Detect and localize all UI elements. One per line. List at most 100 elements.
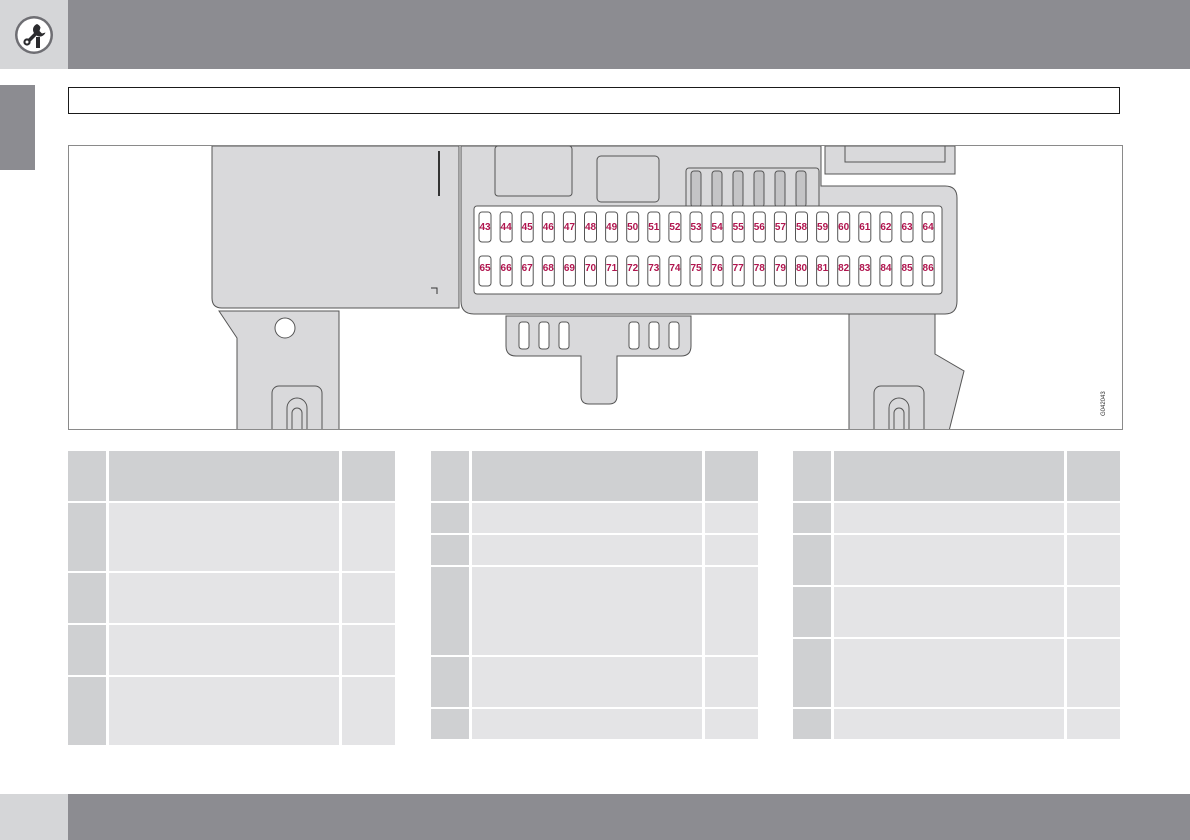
fuse-number: 52 xyxy=(669,222,681,233)
table-row xyxy=(793,535,1120,585)
fuse-slot xyxy=(584,211,597,243)
fuse-number: 84 xyxy=(880,263,892,274)
table-cell xyxy=(1064,451,1120,501)
table-cell xyxy=(793,639,831,707)
fuse-slot xyxy=(668,255,682,287)
fuse-slot xyxy=(752,211,766,243)
connector-pin xyxy=(648,321,660,350)
table-cell xyxy=(469,535,702,565)
connector-pin xyxy=(518,321,530,350)
fuse-number: 59 xyxy=(817,222,829,233)
fuse-slot xyxy=(562,211,576,243)
fuse-slot xyxy=(520,255,534,287)
fuse-number: 66 xyxy=(501,263,513,274)
fuse-number: 72 xyxy=(627,263,639,274)
table-cell xyxy=(831,535,1064,585)
fuse-slot xyxy=(858,211,872,243)
connector-pin xyxy=(538,321,550,350)
table-cell xyxy=(339,451,395,501)
table-row xyxy=(793,639,1120,707)
fuse-number: 67 xyxy=(522,263,534,274)
table-row xyxy=(431,567,758,655)
fuse-slot xyxy=(689,255,703,287)
fuse-slot xyxy=(499,255,513,287)
fuse-number: 76 xyxy=(712,263,724,274)
header-icon-box xyxy=(0,0,68,69)
table-cell xyxy=(68,451,106,501)
table-cell xyxy=(68,677,106,745)
table-cell xyxy=(793,709,831,739)
relay-pin xyxy=(795,170,807,208)
fuse-table-2 xyxy=(431,449,758,741)
fuse-slot xyxy=(626,255,640,287)
fuse-number: 61 xyxy=(859,222,871,233)
table-row xyxy=(431,535,758,565)
fuse-table-3 xyxy=(793,449,1120,741)
table-cell xyxy=(68,503,106,571)
fuse-number: 85 xyxy=(901,263,913,274)
table-row xyxy=(68,677,395,745)
fuse-number: 80 xyxy=(796,263,808,274)
table-cell xyxy=(1064,709,1120,739)
table-row xyxy=(68,451,395,501)
fuse-slot xyxy=(900,255,914,287)
fuse-slot xyxy=(773,211,787,243)
fuse-number: 65 xyxy=(479,263,491,274)
fuse-slot xyxy=(478,255,492,287)
table-cell xyxy=(469,503,702,533)
table-cell xyxy=(106,451,339,501)
fuse-slot xyxy=(921,211,935,243)
table-cell xyxy=(469,709,702,739)
fuse-slot xyxy=(816,211,830,243)
table-cell xyxy=(793,587,831,637)
fuse-slot xyxy=(921,255,935,287)
table-cell xyxy=(469,657,702,707)
fuse-number: 79 xyxy=(775,263,787,274)
fuse-number: 82 xyxy=(838,263,850,274)
fuse-number: 50 xyxy=(627,222,639,233)
fuse-slot xyxy=(795,255,808,287)
fuse-number: 62 xyxy=(880,222,892,233)
figure-code: G042043 xyxy=(1101,391,1107,416)
connector-pin xyxy=(558,321,570,350)
fuse-slot xyxy=(668,211,682,243)
table-row xyxy=(793,587,1120,637)
table-cell xyxy=(793,503,831,533)
fuse-slot xyxy=(879,255,893,287)
fuse-slot xyxy=(605,211,619,243)
table-cell xyxy=(1064,535,1120,585)
fuse-slot xyxy=(541,211,555,243)
table-cell xyxy=(831,451,1064,501)
fuse-number: 56 xyxy=(754,222,766,233)
fuse-slot xyxy=(499,211,513,243)
fuse-number: 58 xyxy=(796,222,808,233)
fuse-number: 71 xyxy=(606,263,618,274)
table-cell xyxy=(106,503,339,571)
fuse-slot xyxy=(731,211,745,243)
fuse-slot xyxy=(752,255,766,287)
table-cell xyxy=(339,677,395,745)
fuse-number: 69 xyxy=(564,263,576,274)
table-cell xyxy=(702,451,758,501)
table-cell xyxy=(106,573,339,623)
footer-band xyxy=(0,794,1190,840)
table-row xyxy=(68,573,395,623)
fuse-slot xyxy=(837,211,851,243)
table-cell xyxy=(431,657,469,707)
fuse-number: 78 xyxy=(754,263,766,274)
fuse-slot xyxy=(647,255,661,287)
fuse-slot xyxy=(710,211,724,243)
fuse-slot xyxy=(773,255,787,287)
fuse-number: 54 xyxy=(712,222,724,233)
fuse-slot xyxy=(710,255,724,287)
table-cell xyxy=(793,451,831,501)
fuse-number: 43 xyxy=(479,222,491,233)
fuse-number: 51 xyxy=(648,222,660,233)
fuse-slot xyxy=(816,255,830,287)
fuse-number: 74 xyxy=(669,263,681,274)
relay-pin xyxy=(732,170,744,208)
fuse-number: 64 xyxy=(923,222,935,233)
fuse-number: 44 xyxy=(501,222,513,233)
